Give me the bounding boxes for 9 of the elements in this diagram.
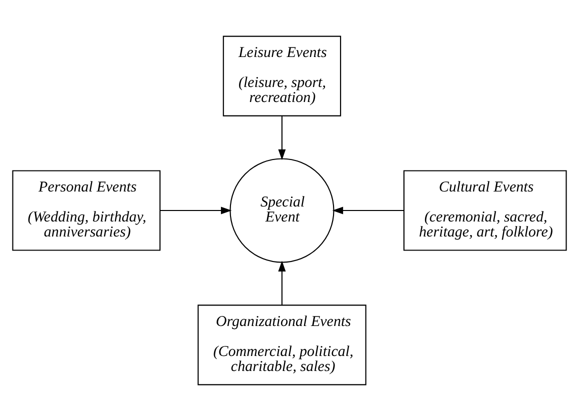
arrow <box>278 260 286 304</box>
arrow <box>278 116 286 160</box>
arrow <box>160 206 232 214</box>
arrow <box>332 206 404 214</box>
node-box: Cultural Events (ceremonial, sacred, heritage, art, folklore) <box>403 170 567 250</box>
node-box: Personal Events (Wedding, birthday, anniversaries) <box>12 170 161 250</box>
node-box: Leisure Events (leisure, sport, recreation) <box>222 35 342 116</box>
node-box: Organizational Events (Commercial, political, charitable, sales) <box>198 304 366 385</box>
node-circle: Special Event <box>230 158 334 262</box>
